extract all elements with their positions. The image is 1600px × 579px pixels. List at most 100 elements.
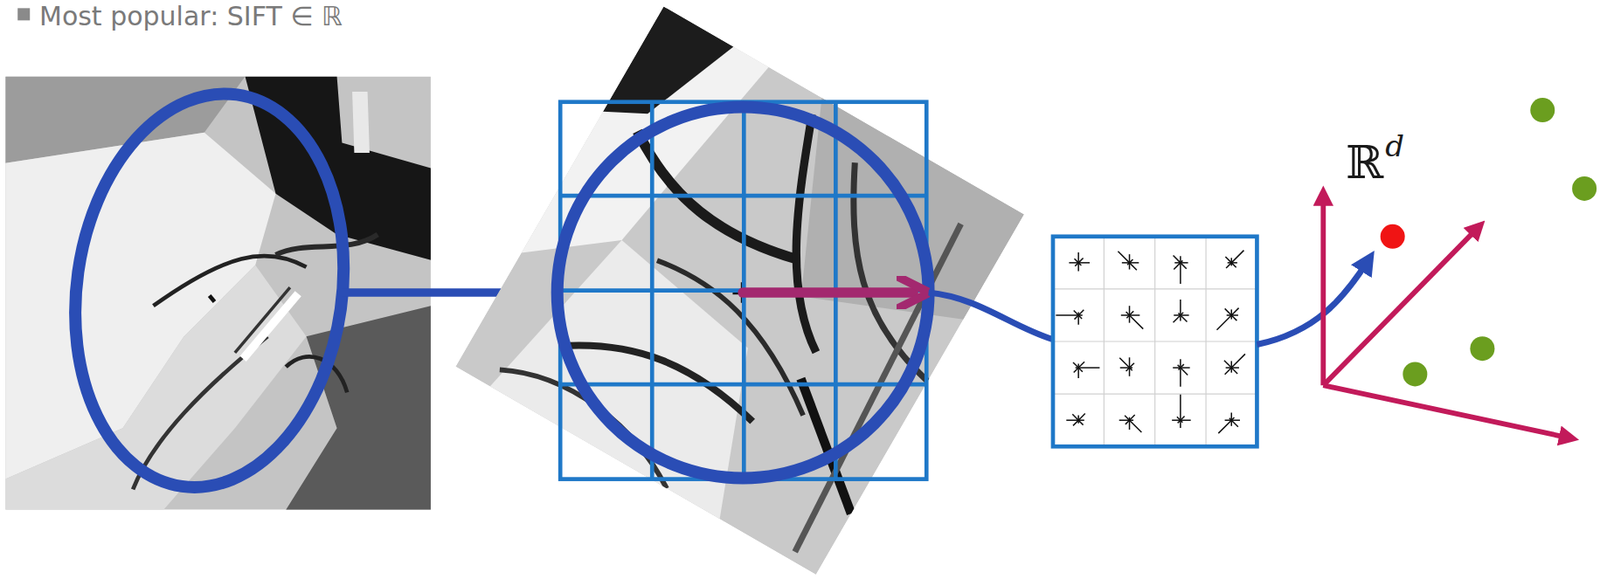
histogram-bin xyxy=(1072,414,1079,421)
flow-curve xyxy=(928,292,1053,340)
cell-line xyxy=(1052,288,1257,290)
histogram-bin xyxy=(1224,360,1232,368)
histogram-bin xyxy=(1225,367,1233,375)
histogram-bin xyxy=(1173,315,1181,323)
histogram-bin xyxy=(1231,250,1244,264)
gradient-histogram xyxy=(1121,305,1143,329)
histogram-bin xyxy=(1068,262,1079,264)
histogram-bin xyxy=(1078,315,1082,319)
flow-curve xyxy=(1256,258,1369,345)
gradient-histogram xyxy=(1173,299,1190,323)
region-circle xyxy=(557,107,929,479)
histogram-bin xyxy=(1073,420,1079,426)
gradient-histogram xyxy=(1216,308,1239,331)
cell-line xyxy=(1052,340,1257,342)
data-point xyxy=(1572,176,1597,201)
histogram-bin xyxy=(1180,263,1187,270)
histogram-bin xyxy=(1119,358,1130,368)
histogram-bin xyxy=(1173,263,1181,271)
histogram-bin xyxy=(1180,419,1192,422)
histogram-bin xyxy=(1119,419,1130,422)
histogram-bin xyxy=(1231,353,1246,368)
gradient-histogram xyxy=(1171,394,1192,429)
space-symbol: ℝ xyxy=(1345,139,1384,186)
histogram-bin xyxy=(1066,419,1079,422)
bullet-mark xyxy=(17,7,30,21)
gradient-histogram xyxy=(1068,252,1090,272)
gradient-histogram xyxy=(1172,359,1190,387)
histogram-bin xyxy=(1173,256,1181,264)
histogram-bin xyxy=(1077,315,1080,326)
gradient-histogram xyxy=(1225,250,1244,269)
histogram-bin xyxy=(1179,299,1182,316)
histogram-bin xyxy=(1077,252,1080,264)
histogram-bin xyxy=(1120,367,1130,369)
histogram-bin xyxy=(1129,367,1133,371)
data-point xyxy=(1530,97,1555,123)
histogram-bin xyxy=(1180,315,1188,323)
histogram-bin xyxy=(1129,315,1144,330)
histogram-bin xyxy=(1129,363,1135,368)
flow-arrow xyxy=(341,288,523,297)
histogram-bin xyxy=(1225,263,1232,269)
normalized-patch xyxy=(455,6,1025,575)
histogram-bin xyxy=(1073,367,1079,373)
gradient-histogram xyxy=(1073,361,1100,379)
dimension-superscript: d xyxy=(1385,131,1405,161)
region-ellipse xyxy=(50,76,369,506)
gradient-histogram xyxy=(1055,310,1084,326)
gradient-histogram xyxy=(1119,415,1143,433)
histogram-bin xyxy=(1231,263,1236,268)
histogram-bin xyxy=(1124,415,1130,421)
histogram-bin xyxy=(1231,308,1239,316)
histogram-bin xyxy=(1225,308,1233,316)
query-point xyxy=(1380,224,1406,250)
histogram-bin xyxy=(1231,367,1238,375)
histogram-bin xyxy=(1129,314,1141,317)
histogram-bin xyxy=(1216,315,1232,331)
histogram-bin xyxy=(1129,263,1137,271)
histogram-bin xyxy=(1179,263,1182,284)
gradient-histogram xyxy=(1173,256,1189,285)
histogram-bin xyxy=(1129,420,1131,430)
histogram-bin xyxy=(1225,256,1232,264)
histogram-bin xyxy=(1231,420,1239,428)
histogram-bin xyxy=(1077,367,1080,379)
histogram-bin xyxy=(1129,420,1143,433)
histogram-bin xyxy=(1129,415,1136,421)
data-point xyxy=(1469,336,1495,361)
histogram-bin xyxy=(1129,357,1131,368)
histogram-bin xyxy=(1180,367,1188,375)
histogram-bin xyxy=(1180,367,1191,369)
histogram-bin xyxy=(1078,367,1083,373)
gradient-histogram xyxy=(1119,357,1135,377)
histogram-bin xyxy=(1078,262,1090,264)
cell-line xyxy=(1052,394,1257,395)
feature-axes xyxy=(1322,193,1572,439)
orientation-arrow xyxy=(742,287,914,298)
histogram-bin xyxy=(1129,262,1140,264)
histogram-bin xyxy=(1179,367,1182,388)
gradient-histogram xyxy=(1066,414,1085,427)
histogram-bin xyxy=(1078,420,1083,425)
histogram-bin xyxy=(1117,251,1130,264)
data-point xyxy=(1402,361,1427,387)
histogram-bin xyxy=(1078,310,1084,316)
histogram-bin xyxy=(1078,367,1100,369)
gradient-histogram xyxy=(1117,251,1139,271)
descriptor-box xyxy=(1052,236,1257,447)
histogram-bin xyxy=(1231,315,1237,321)
gradient-histogram xyxy=(1218,413,1240,435)
histogram-bin xyxy=(1055,314,1079,317)
histogram-bin xyxy=(1078,361,1085,368)
gradient-histogram xyxy=(1224,353,1246,375)
histogram-bin xyxy=(1078,257,1083,263)
histogram-bin xyxy=(1078,263,1081,266)
histogram-bin xyxy=(1218,420,1232,434)
histogram-bin xyxy=(1073,362,1079,368)
heading-text: Most popular: SIFT ∈ ℝ xyxy=(39,3,343,30)
histogram-cells xyxy=(1052,236,1257,447)
histogram-bin xyxy=(1073,311,1079,316)
descriptor-ground xyxy=(1052,236,1257,447)
